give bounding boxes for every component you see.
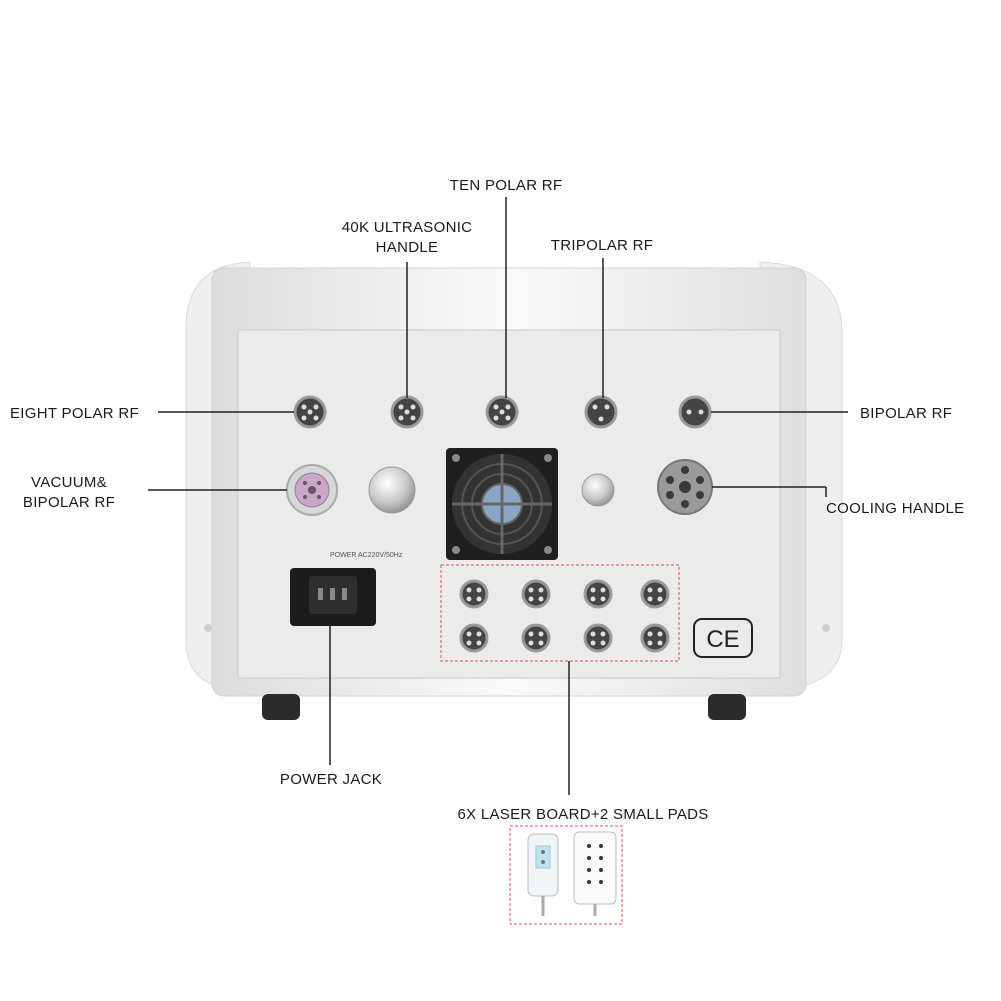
vacuum-port (286, 464, 338, 516)
laser-port (583, 579, 613, 609)
label-tripolar-rf: TRIPOLAR RF (550, 237, 654, 254)
laser-ports (459, 579, 670, 653)
laser-ports-box (440, 564, 680, 662)
laser-port (640, 579, 670, 609)
leader-lines (148, 197, 848, 795)
connector-bipolar (678, 395, 712, 429)
label-laser-board: 6X LASER BOARD+2 SMALL PADS (457, 806, 709, 823)
connector-tripolar (584, 395, 618, 429)
connector-ultrasonic (390, 395, 424, 429)
cooling-port (657, 459, 713, 515)
label-ten-polar-rf: TEN POLAR RF (449, 177, 563, 194)
label-ultrasonic-line2: HANDLE (375, 239, 439, 256)
connector-eight-polar (293, 395, 327, 429)
laser-port (459, 579, 489, 609)
left-knob (368, 466, 416, 514)
laser-port (521, 623, 551, 653)
connector-ten-polar (485, 395, 519, 429)
laser-port (640, 623, 670, 653)
left-foot (262, 694, 300, 720)
ce-mark: CE (693, 618, 753, 658)
label-bipolar-rf: BIPOLAR RF (860, 405, 953, 422)
right-knob (581, 473, 615, 507)
small-laser-pad (573, 831, 617, 916)
label-vacuum-line1: VACUUM& (31, 474, 107, 491)
label-power-jack: POWER JACK (279, 771, 383, 788)
power-socket (290, 568, 376, 626)
laser-port (459, 623, 489, 653)
label-eight-polar-rf: EIGHT POLAR RF (10, 405, 139, 422)
right-foot (708, 694, 746, 720)
power-plate-text: POWER AC220V/50Hz (330, 552, 403, 559)
label-ultrasonic-line1: 40K ULTRASONIC (341, 219, 473, 236)
large-laser-pad (527, 833, 559, 916)
label-cooling-handle: COOLING HANDLE (826, 500, 965, 517)
laser-port (521, 579, 551, 609)
label-vacuum-line2: BIPOLAR RF (22, 494, 116, 511)
cooling-fan (446, 448, 558, 560)
laser-pads-box (509, 825, 623, 925)
svg-text:CE: CE (706, 626, 739, 653)
laser-port (583, 623, 613, 653)
